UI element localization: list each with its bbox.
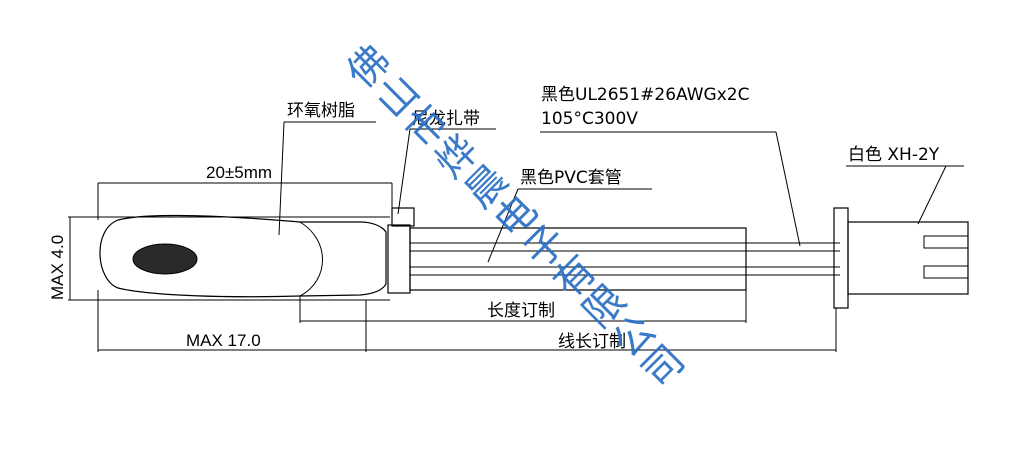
epoxy-label: 环氧树脂 — [287, 101, 355, 121]
wire-spec-line-2: 105°C300V — [541, 109, 638, 129]
wires — [746, 242, 840, 276]
leader-lines — [278, 121, 964, 263]
wire-length-custom-label: 线长订制 — [558, 332, 626, 352]
probe-body — [99, 214, 387, 298]
dimension-lines — [68, 182, 837, 352]
sensor-bead — [132, 243, 198, 275]
connector — [833, 207, 969, 309]
max-diameter-dimension: MAX 4.0 — [48, 235, 67, 300]
epoxy-length-dimension: 20±5mm — [206, 163, 272, 182]
length-custom-label: 长度订制 — [487, 301, 555, 321]
pvc-sleeve-label: 黑色PVC套管 — [520, 168, 622, 188]
wire-spec-line-1: 黑色UL2651#26AWGx2C — [541, 85, 749, 105]
max-length-dimension: MAX 17.0 — [186, 331, 261, 350]
connector-label: 白色 XH-2Y — [848, 145, 940, 165]
nylon-tie-label: 尼龙扎带 — [412, 109, 480, 129]
pvc-sleeve — [409, 227, 747, 291]
